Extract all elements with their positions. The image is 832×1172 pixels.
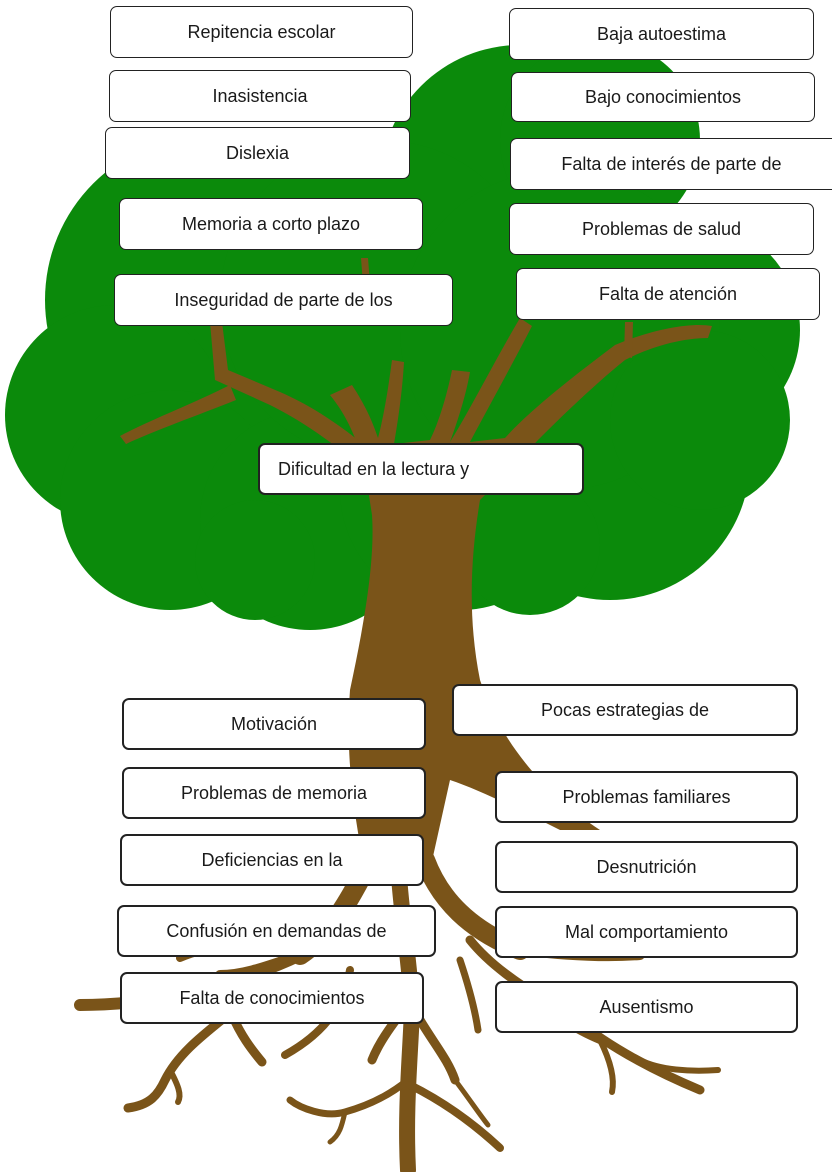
effect-box-left-1: Repitencia escolar [110,6,413,58]
cause-box-right-4: Mal comportamiento [495,906,798,958]
cause-box-right-3: Desnutrición [495,841,798,893]
effect-box-left-3: Dislexia [105,127,410,179]
cause-box-left-3: Deficiencias en la [120,834,424,886]
effect-box-left-2: Inasistencia [109,70,411,122]
cause-label: Motivación [230,713,318,734]
effect-label: Memoria a corto plazo [181,213,361,234]
cause-label: Problemas de memoria [180,782,368,803]
effect-box-right-4: Problemas de salud [509,203,814,255]
cause-box-right-1: Pocas estrategias de [452,684,798,736]
cause-label: Mal comportamiento [564,921,729,942]
effect-label: Falta de interés de parte de [561,153,782,174]
effect-box-right-5: Falta de atención [516,268,820,320]
effect-label: Inseguridad de parte de los [174,289,393,310]
effect-label: Baja autoestima [596,23,727,44]
effect-box-right-2: Bajo conocimientos [511,72,815,122]
effect-box-left-4: Memoria a corto plazo [119,198,423,250]
cause-box-right-2: Problemas familiares [495,771,798,823]
effect-label: Dislexia [225,142,290,163]
cause-label: Confusión en demandas de [166,920,387,941]
effect-label: Repitencia escolar [187,21,336,42]
effect-label: Problemas de salud [581,218,742,239]
cause-box-right-5: Ausentismo [495,981,798,1033]
cause-box-left-4: Confusión en demandas de [117,905,436,957]
central-problem-box: Dificultad en la lectura y [258,443,584,495]
cause-label: Ausentismo [599,996,694,1017]
central-problem-label: Dificultad en la lectura y [278,458,470,479]
cause-box-left-2: Problemas de memoria [122,767,426,819]
cause-label: Desnutrición [596,856,697,877]
cause-label: Problemas familiares [562,786,731,807]
cause-label: Pocas estrategias de [540,699,710,720]
cause-box-left-1: Motivación [122,698,426,750]
effect-box-left-5: Inseguridad de parte de los [114,274,453,326]
cause-box-left-5: Falta de conocimientos [120,972,424,1024]
effect-label: Bajo conocimientos [584,86,742,107]
effect-box-right-3: Falta de interés de parte de [510,138,832,190]
cause-label: Falta de conocimientos [179,987,365,1008]
effect-box-right-1: Baja autoestima [509,8,814,60]
effect-label: Inasistencia [212,85,308,106]
cause-label: Deficiencias en la [201,849,343,870]
effect-label: Falta de atención [598,283,738,304]
